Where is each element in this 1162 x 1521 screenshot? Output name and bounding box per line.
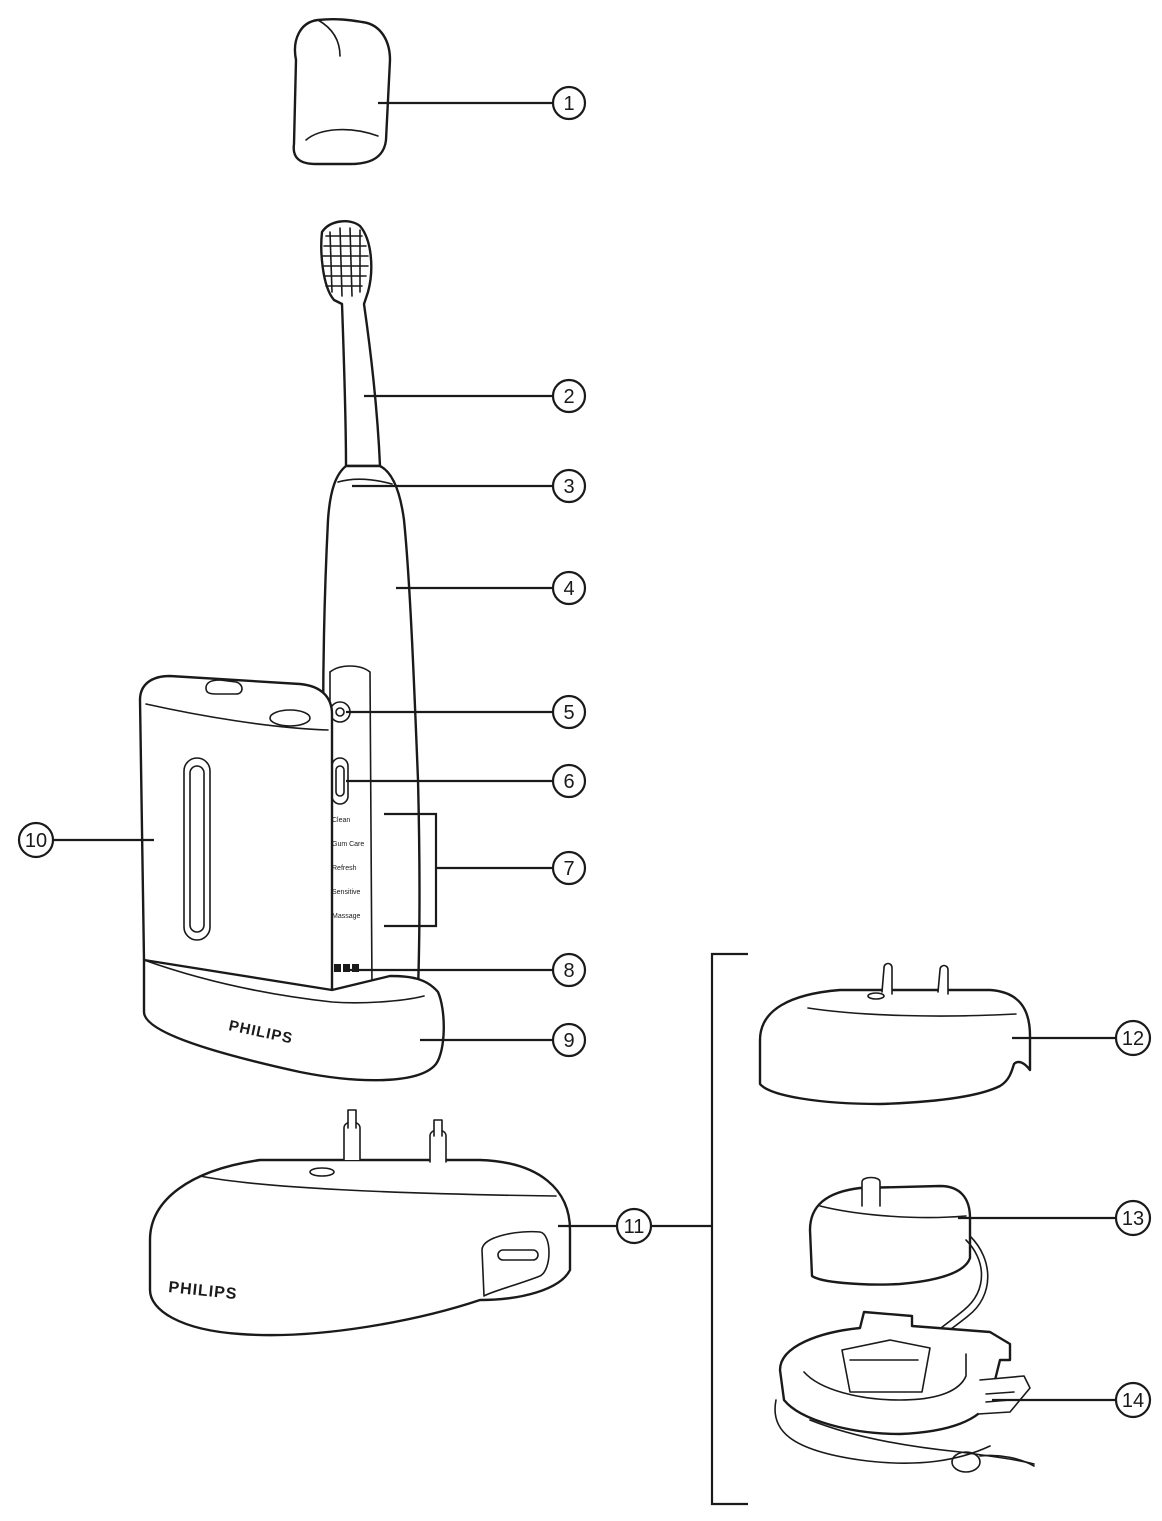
svg-text:9: 9 xyxy=(563,1030,574,1052)
mode-label: Refresh xyxy=(332,865,357,872)
callout-5: 5 xyxy=(551,694,587,730)
mode-label: Massage xyxy=(332,913,361,920)
callout-6: 6 xyxy=(551,763,587,799)
svg-text:3: 3 xyxy=(563,476,574,498)
battery-indicator xyxy=(334,964,359,972)
callout-12: 12 xyxy=(1114,1019,1152,1057)
callout-11: 11 xyxy=(615,1207,653,1245)
svg-text:11: 11 xyxy=(624,1216,645,1238)
sanitizer-base: PHILIPS xyxy=(142,958,445,1082)
charger-cover xyxy=(758,962,1032,1106)
svg-text:1: 1 xyxy=(563,93,574,115)
leader-lines xyxy=(54,101,1116,1402)
toothbrush-handle: Clean Gum Care Refresh Sensitive Massage xyxy=(322,464,421,992)
callout-10: 10 xyxy=(17,821,55,859)
svg-text:7: 7 xyxy=(563,858,574,880)
svg-text:5: 5 xyxy=(563,702,574,724)
svg-text:6: 6 xyxy=(563,771,574,793)
component-bracket xyxy=(710,952,748,1506)
mode-label: Clean xyxy=(332,817,350,824)
callout-2: 2 xyxy=(551,378,587,414)
callout-8: 8 xyxy=(551,952,587,988)
cord-winding-base xyxy=(774,1310,1035,1473)
svg-text:4: 4 xyxy=(563,578,574,600)
brush-head xyxy=(320,220,382,468)
callout-3: 3 xyxy=(551,468,587,504)
uv-sanitizer xyxy=(138,674,334,992)
callout-13: 13 xyxy=(1114,1199,1152,1237)
svg-text:12: 12 xyxy=(1122,1028,1144,1050)
svg-text:2: 2 xyxy=(563,386,574,408)
charger: PHILIPS xyxy=(148,1109,572,1337)
protective-cap xyxy=(292,17,392,166)
svg-text:10: 10 xyxy=(25,830,47,852)
callout-4: 4 xyxy=(551,570,587,606)
callout-1: 1 xyxy=(551,85,587,121)
callout-14: 14 xyxy=(1114,1381,1152,1419)
sanitizer-window xyxy=(183,757,211,941)
svg-text:14: 14 xyxy=(1122,1390,1144,1412)
callout-7: 7 xyxy=(551,850,587,886)
mode-button xyxy=(331,757,349,805)
mode-label: Sensitive xyxy=(332,889,361,896)
svg-text:13: 13 xyxy=(1122,1208,1144,1230)
callout-9: 9 xyxy=(551,1022,587,1058)
svg-text:8: 8 xyxy=(563,960,574,982)
mode-label: Gum Care xyxy=(332,841,364,848)
